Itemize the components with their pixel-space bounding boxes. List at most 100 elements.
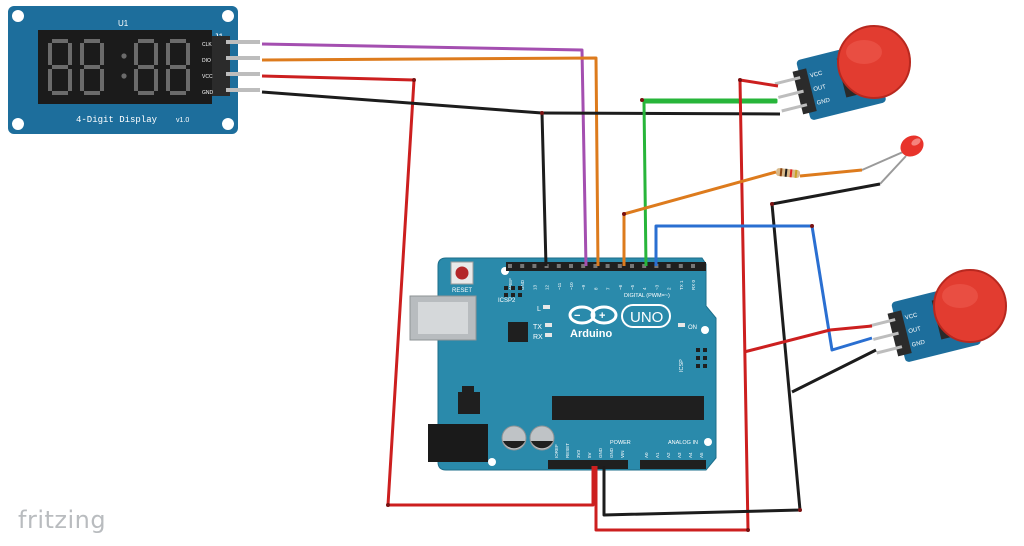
button-2-cap[interactable] bbox=[933, 269, 1007, 343]
usb-chip bbox=[508, 322, 528, 342]
power-jack bbox=[428, 424, 488, 462]
header-hole bbox=[569, 264, 573, 268]
icsp2-pin bbox=[504, 293, 508, 297]
display-ref-u1: U1 bbox=[118, 19, 129, 28]
power-label: POWER bbox=[610, 440, 631, 446]
wire-black-button1-gnd[interactable] bbox=[541, 111, 781, 116]
segment bbox=[84, 91, 100, 95]
svg-text:−: − bbox=[574, 310, 580, 322]
power-pin-label: IOREF bbox=[554, 444, 559, 458]
power-header bbox=[548, 460, 628, 469]
display-version: v1.0 bbox=[176, 117, 189, 124]
mounting-hole bbox=[488, 458, 496, 466]
digital-pin-label: 4 bbox=[642, 287, 647, 290]
display-header-pins bbox=[226, 40, 260, 92]
digital-pin-label: ~5 bbox=[630, 284, 635, 290]
button-1-pin-out: OUT bbox=[813, 84, 827, 93]
analog-label: ANALOG IN bbox=[668, 440, 698, 446]
digit-group bbox=[48, 39, 190, 95]
wire-green-button1-out[interactable] bbox=[642, 98, 778, 267]
button-1-pin-vcc: VCC bbox=[810, 70, 824, 79]
segment bbox=[138, 39, 154, 43]
segment bbox=[52, 65, 68, 69]
digital-pin-label: ~9 bbox=[581, 284, 586, 290]
analog-header bbox=[640, 460, 706, 469]
icsp-pin bbox=[696, 364, 700, 368]
mounting-hole bbox=[222, 10, 234, 22]
header-hole bbox=[581, 264, 586, 268]
svg-text:+: + bbox=[599, 310, 605, 322]
icsp2-pin bbox=[511, 293, 515, 297]
four-digit-display-module[interactable]: U1 J1 CLK DIO VCC GND 4-Digit Display v1… bbox=[8, 6, 260, 134]
segment bbox=[170, 39, 186, 43]
segment bbox=[170, 65, 186, 69]
power-pin-label: GND bbox=[598, 447, 603, 458]
segment bbox=[68, 69, 72, 91]
segment bbox=[80, 69, 84, 91]
header-hole bbox=[605, 264, 610, 268]
digital-pin-label: ~11 bbox=[557, 282, 562, 290]
digital-pin-label: 12 bbox=[545, 284, 550, 290]
power-pin-label: GND bbox=[609, 447, 614, 458]
button-1-cap-highlight bbox=[846, 40, 882, 64]
power-pin-label: 3V3 bbox=[576, 449, 581, 458]
button-2-pin-gnd: GND bbox=[911, 339, 926, 348]
segment bbox=[80, 43, 84, 65]
wire-red-button2-vcc[interactable] bbox=[743, 324, 873, 354]
digital-pin-label: 8 bbox=[593, 287, 598, 290]
icsp-pin bbox=[703, 364, 707, 368]
digit-4 bbox=[166, 39, 190, 95]
icsp-label: ICSP bbox=[679, 359, 685, 372]
wire-junctions bbox=[386, 78, 814, 532]
display-pin-clk: CLK bbox=[202, 42, 212, 48]
icsp2-pin bbox=[504, 286, 508, 290]
digital-pin-label: ~6 bbox=[618, 284, 623, 290]
header-hole bbox=[691, 264, 695, 268]
display-board-label: 4-Digit Display bbox=[76, 115, 158, 125]
icsp-pin bbox=[696, 356, 700, 360]
header-hole bbox=[630, 264, 634, 268]
power-pin-label: 5V bbox=[587, 452, 592, 458]
header-hole bbox=[666, 264, 671, 268]
icsp2-header bbox=[504, 286, 522, 297]
red-led[interactable] bbox=[861, 131, 927, 185]
wire-orange-led-lead[interactable] bbox=[799, 168, 863, 178]
segment bbox=[186, 43, 190, 65]
led-tx bbox=[545, 323, 552, 327]
segment bbox=[52, 91, 68, 95]
wire-purple-clk[interactable] bbox=[261, 42, 588, 267]
power-pin-label: VIN bbox=[620, 450, 625, 458]
wire-orange-dio[interactable] bbox=[261, 56, 600, 267]
fritzing-watermark: fritzing bbox=[18, 506, 107, 534]
mounting-hole bbox=[222, 118, 234, 130]
wire-black-button2-gnd[interactable] bbox=[791, 348, 877, 394]
segment bbox=[186, 69, 190, 91]
led-rx-label: RX bbox=[533, 334, 543, 341]
header-hole bbox=[544, 264, 549, 268]
button-1-cap[interactable] bbox=[837, 25, 911, 99]
header-hole bbox=[508, 264, 512, 268]
digital-label: DIGITAL (PWM=~) bbox=[624, 293, 670, 299]
analog-pin-label: A3 bbox=[677, 452, 682, 458]
segment bbox=[166, 69, 170, 91]
button-2-header bbox=[887, 310, 912, 357]
led-l bbox=[543, 305, 550, 309]
led-rx bbox=[545, 333, 552, 337]
segment bbox=[84, 39, 100, 43]
icsp-pin bbox=[696, 348, 700, 352]
header-hole bbox=[532, 264, 537, 268]
segment bbox=[134, 69, 138, 91]
header-hole bbox=[556, 264, 561, 268]
icsp-header bbox=[696, 348, 707, 368]
reset-button[interactable] bbox=[455, 266, 469, 280]
digital-pin-label: RX 0 bbox=[691, 279, 696, 290]
segment bbox=[166, 43, 170, 65]
analog-pin-label: A5 bbox=[699, 452, 704, 458]
digit-1 bbox=[48, 39, 72, 95]
button-1-pin-gnd: GND bbox=[816, 97, 831, 106]
header-hole bbox=[678, 264, 683, 268]
digital-pin-label: 13 bbox=[532, 284, 537, 290]
button-2-pin-out: OUT bbox=[908, 326, 922, 335]
resistor[interactable] bbox=[775, 168, 801, 178]
